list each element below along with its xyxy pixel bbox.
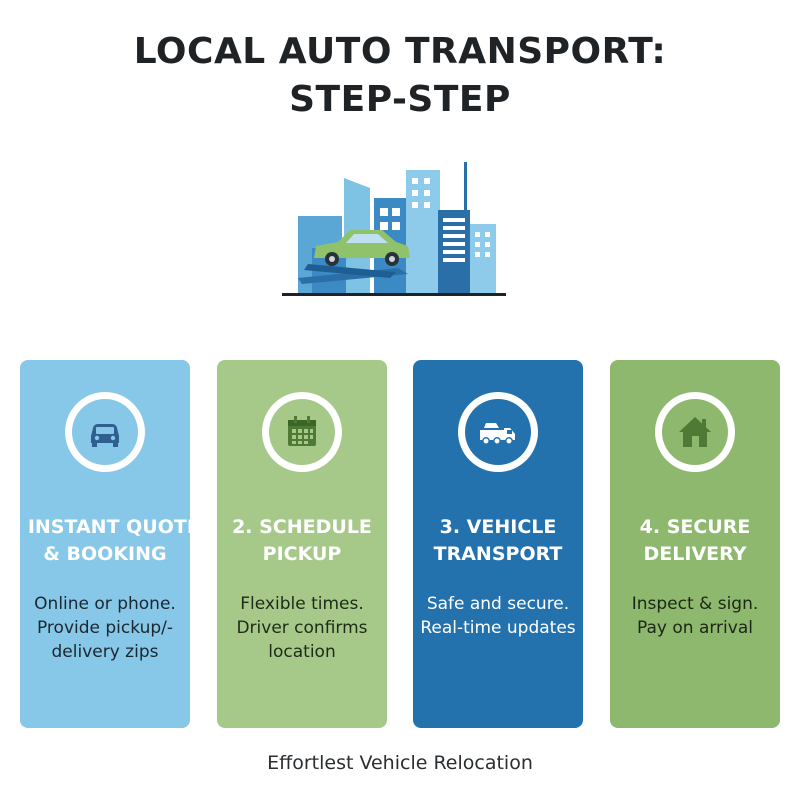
title-line-1: LOCAL AUTO TRANSPORT: [133, 31, 667, 72]
step-desc-line-1: Online or phone. [34, 594, 176, 614]
page-title: LOCAL AUTO TRANSPORT: STEP-STEP [0, 28, 800, 124]
house-icon [679, 417, 711, 447]
tow-truck-icon [480, 423, 515, 445]
step-card-vehicle-transport: 3. VEHICLE TRANSPORT Safe and secure. Re… [413, 360, 583, 728]
step-desc-line-1: Inspect & sign. [631, 594, 759, 614]
step-heading: . INSTANT QUOTE & BOOKING [14, 514, 196, 568]
step-icon-badge [65, 392, 145, 472]
step-heading-line-1: 4. SECURE [639, 516, 751, 538]
step-heading: 4. SECURE DELIVERY [604, 514, 786, 568]
step-description: Online or phone. Provide pickup/- delive… [20, 592, 190, 664]
step-desc-line-2: Driver confirms [236, 618, 368, 638]
step-heading-line-2: & BOOKING [43, 543, 167, 565]
step-card-schedule-pickup: 2. SCHEDULE PICKUP Flexible times. Drive… [217, 360, 387, 728]
car-icon [91, 424, 119, 447]
footer-tagline: Effortlest Vehicle Relocation [267, 752, 533, 774]
step-desc-line-3: delivery zips [51, 642, 159, 662]
step-heading-line-2: DELIVERY [643, 543, 747, 565]
title-line-2: STEP-STEP [289, 79, 511, 120]
step-heading-line-1: . INSTANT QUOTE [14, 516, 196, 538]
step-heading: 2. SCHEDULE PICKUP [211, 514, 393, 568]
calendar-icon [288, 416, 316, 446]
step-desc-line-2: Provide pickup/- [36, 618, 174, 638]
step-description: Flexible times. Driver confirms location [217, 592, 387, 664]
step-heading-line-1: 3. VEHICLE [439, 516, 557, 538]
step-card-secure-delivery: 4. SECURE DELIVERY Inspect & sign. Pay o… [610, 360, 780, 728]
step-description: Safe and secure. Real-time updates [413, 592, 583, 640]
step-card-instant-quote: . INSTANT QUOTE & BOOKING Online or phon… [14, 360, 196, 728]
step-desc-line-3: location [268, 642, 336, 662]
step-desc-line-2: Pay on arrival [637, 618, 753, 638]
step-heading-line-2: TRANSPORT [433, 543, 563, 565]
step-desc-line-1: Flexible times. [240, 594, 364, 614]
city-car-icon [282, 162, 506, 296]
step-heading: 3. VEHICLE TRANSPORT [407, 514, 589, 568]
step-desc-line-1: Safe and secure. [426, 594, 570, 614]
step-heading-line-1: 2. SCHEDULE [232, 516, 372, 538]
step-icon-badge [262, 392, 342, 472]
step-icon-badge [655, 392, 735, 472]
step-heading-line-2: PICKUP [262, 543, 342, 565]
step-desc-line-2: Real-time updates [420, 618, 576, 638]
step-description: Inspect & sign. Pay on arrival [610, 592, 780, 640]
step-icon-badge [458, 392, 538, 472]
